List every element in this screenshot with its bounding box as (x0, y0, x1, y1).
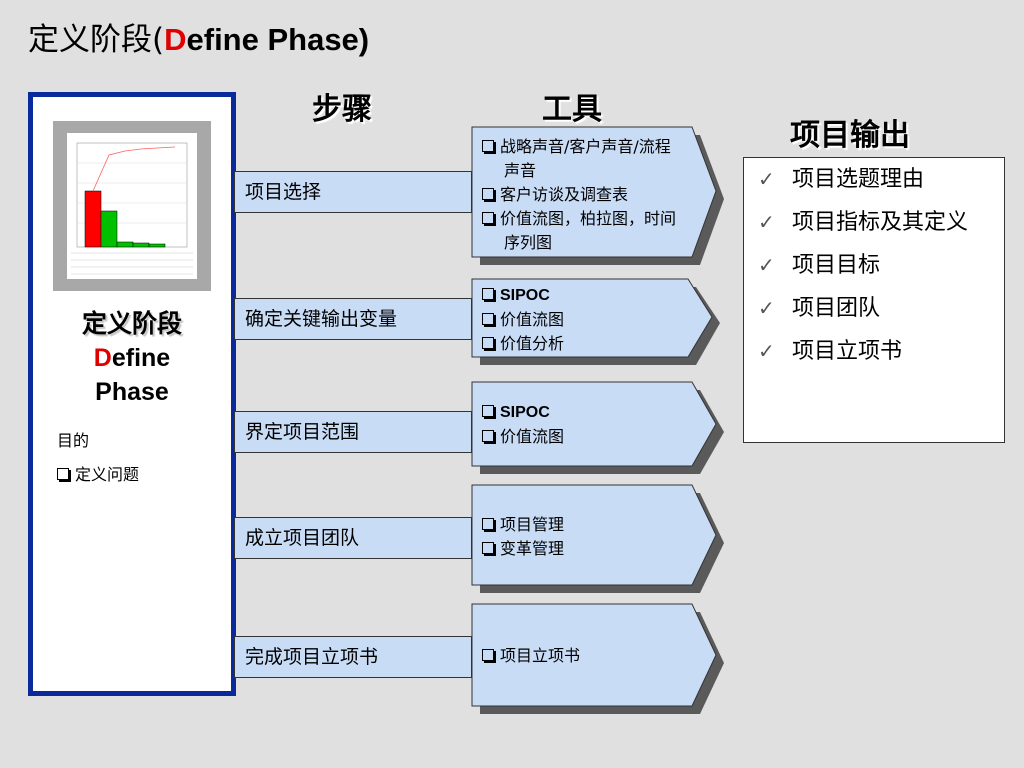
tool-item: 价值分析 (482, 332, 682, 356)
checkbox-icon (482, 541, 494, 554)
checkmark-icon: ✓ (758, 296, 775, 320)
outputs-heading: 项目输出 (790, 118, 910, 153)
checkmark-icon: ✓ (758, 210, 775, 234)
phase-name-en: Define (33, 341, 231, 375)
steps-heading: 步骤 (312, 92, 372, 127)
title-en-red: D (164, 22, 187, 57)
outputs-box: ✓项目选题理由 ✓项目指标及其定义 ✓项目目标 ✓项目团队 ✓项目立项书 (743, 157, 1005, 443)
purpose-item-text: 定义问题 (75, 465, 140, 484)
output-item: ✓项目立项书 (758, 336, 994, 367)
output-item: ✓项目指标及其定义 (758, 207, 994, 238)
phase-label: 定义阶段 Define Phase (33, 307, 231, 409)
thumb-bar-2 (100, 210, 118, 248)
tool-arrow-shape (471, 381, 724, 474)
tool-list: SIPOC 价值流图 (482, 400, 682, 449)
checkbox-icon (57, 467, 69, 480)
tool-item: SIPOC (482, 400, 682, 425)
checkmark-icon: ✓ (758, 339, 775, 363)
slide-title: 定义阶段(Define Phase) (28, 14, 369, 59)
step-box: 确定关键输出变量 (234, 298, 472, 340)
thumb-bar-4 (132, 242, 150, 248)
tool-list: 项目管理 变革管理 (482, 513, 682, 561)
checkbox-icon (482, 336, 494, 349)
tool-item: 价值流图，柏拉图，时间序列图 (482, 207, 682, 255)
phase-name-en-line2: Phase (95, 378, 169, 406)
tool-arrow-shape (471, 278, 720, 365)
phase-en-rest: efine (111, 344, 171, 372)
phase-name-cn: 定义阶段 (81, 309, 182, 338)
thumb-cumulative-line (92, 146, 176, 192)
checkbox-icon (482, 211, 494, 224)
tool-item: 项目立项书 (482, 644, 682, 668)
checkbox-icon (482, 404, 494, 417)
tool-list: 项目立项书 (482, 644, 682, 668)
outputs-list: ✓项目选题理由 ✓项目指标及其定义 ✓项目目标 ✓项目团队 ✓项目立项书 (758, 164, 994, 379)
checkbox-icon (482, 648, 494, 661)
pareto-chart-thumbnail (53, 121, 211, 291)
title-cn: 定义阶段( (28, 22, 165, 58)
tool-arrow-shape (471, 603, 724, 714)
purpose-label: 目的 (57, 431, 90, 450)
thumb-bar-3 (116, 241, 134, 248)
title-en-rest: efine Phase) (186, 22, 370, 57)
tool-item: 价值流图 (482, 308, 682, 332)
phase-panel: 定义阶段 Define Phase 目的 定义问题 (28, 92, 236, 696)
tool-list: 战略声音/客户声音/流程声音 客户访谈及调查表 价值流图，柏拉图，时间序列图 (482, 135, 682, 255)
checkbox-icon (482, 139, 494, 152)
pareto-chart-icon (67, 133, 197, 279)
phase-en-red: D (93, 344, 112, 372)
output-item: ✓项目目标 (758, 250, 994, 281)
tool-list: SIPOC 价值流图 价值分析 (482, 283, 682, 356)
purpose-item: 定义问题 (57, 461, 139, 485)
output-item: ✓项目团队 (758, 293, 994, 324)
step-box: 成立项目团队 (234, 517, 472, 559)
tool-item: SIPOC (482, 283, 682, 308)
checkbox-icon (482, 312, 494, 325)
tool-arrow-shape (471, 126, 724, 265)
tool-item: 战略声音/客户声音/流程声音 (482, 135, 682, 183)
step-box: 完成项目立项书 (234, 636, 472, 678)
thumb-bar-1 (84, 190, 102, 248)
tools-heading: 工具 (542, 92, 602, 127)
step-box: 项目选择 (234, 171, 472, 213)
checkbox-icon (482, 429, 494, 442)
checkmark-icon: ✓ (758, 167, 775, 191)
tool-item: 项目管理 (482, 513, 682, 537)
checkbox-icon (482, 287, 494, 300)
tool-item: 变革管理 (482, 537, 682, 561)
tool-item: 客户访谈及调查表 (482, 183, 682, 207)
thumb-bar-5 (148, 243, 166, 248)
checkmark-icon: ✓ (758, 253, 775, 277)
tool-arrow-shape (471, 484, 724, 593)
checkbox-icon (482, 187, 494, 200)
checkbox-icon (482, 517, 494, 530)
step-box: 界定项目范围 (234, 411, 472, 453)
output-item: ✓项目选题理由 (758, 164, 994, 195)
tool-item: 价值流图 (482, 425, 682, 449)
